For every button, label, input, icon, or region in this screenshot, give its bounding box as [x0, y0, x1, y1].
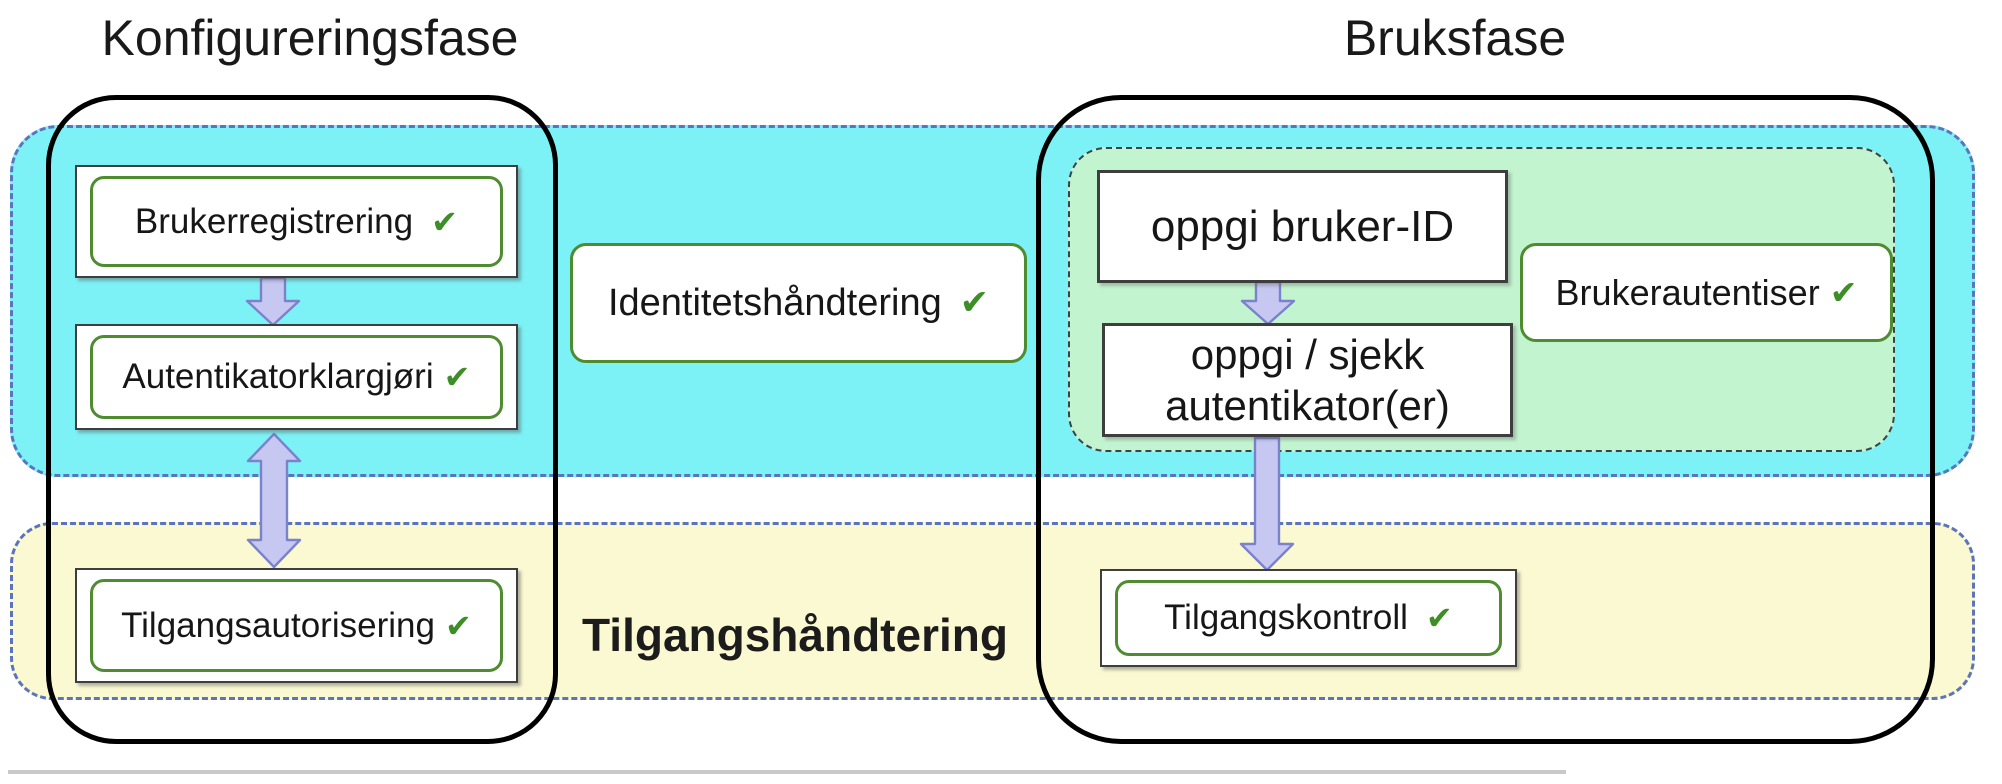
- arrow-down-3: [1239, 437, 1295, 571]
- check-icon: ✔: [444, 606, 472, 645]
- zone-label-text: Brukerautentiser: [1555, 271, 1820, 313]
- arrow-down-1: [245, 277, 301, 326]
- action-label: oppgi bruker-ID: [1150, 201, 1455, 251]
- action-oppgi-bruker-id: oppgi bruker-ID: [1097, 170, 1508, 283]
- bottom-divider: [8, 770, 1566, 774]
- check-icon: ✔: [1425, 599, 1453, 637]
- usage-phase-title: Bruksfase: [1343, 10, 1567, 66]
- step-label: Tilgangskontroll: [1164, 598, 1408, 637]
- config-phase-title: Konfigureringsfase: [101, 10, 519, 66]
- identity-management-label-box: Identitetshåndtering ✔: [570, 243, 1027, 363]
- step-tilgangskontroll: Tilgangskontroll ✔: [1100, 569, 1517, 667]
- access-management-label: Tilgangshåndtering: [582, 609, 1008, 661]
- step-autentikatorklargjoring: Autentikatorklargjøri ✔: [75, 324, 518, 430]
- step-label: Tilgangsautorisering: [121, 605, 435, 645]
- check-icon: ✔: [431, 202, 459, 241]
- step-brukerregistrering: Brukerregistrering ✔: [75, 165, 518, 278]
- action-oppgi-sjekk-autentikator: oppgi / sjekk autentikator(er): [1102, 323, 1513, 437]
- check-icon: ✔: [443, 358, 471, 396]
- arrow-down-2: [1240, 281, 1296, 325]
- step-label: Brukerregistrering: [134, 201, 414, 241]
- step-label: Autentikatorklargjøri: [122, 357, 434, 396]
- step-tilgangsautorisering: Tilgangsautorisering ✔: [75, 568, 518, 683]
- check-icon: ✔: [959, 283, 990, 323]
- arrow-double-vertical: [246, 432, 302, 569]
- zone-label-text: Identitetshåndtering: [607, 281, 942, 324]
- user-authentication-label-box: Brukerautentiser ✔: [1520, 243, 1893, 342]
- action-label: oppgi / sjekk autentikator(er): [1165, 330, 1450, 429]
- check-icon: ✔: [1829, 273, 1858, 312]
